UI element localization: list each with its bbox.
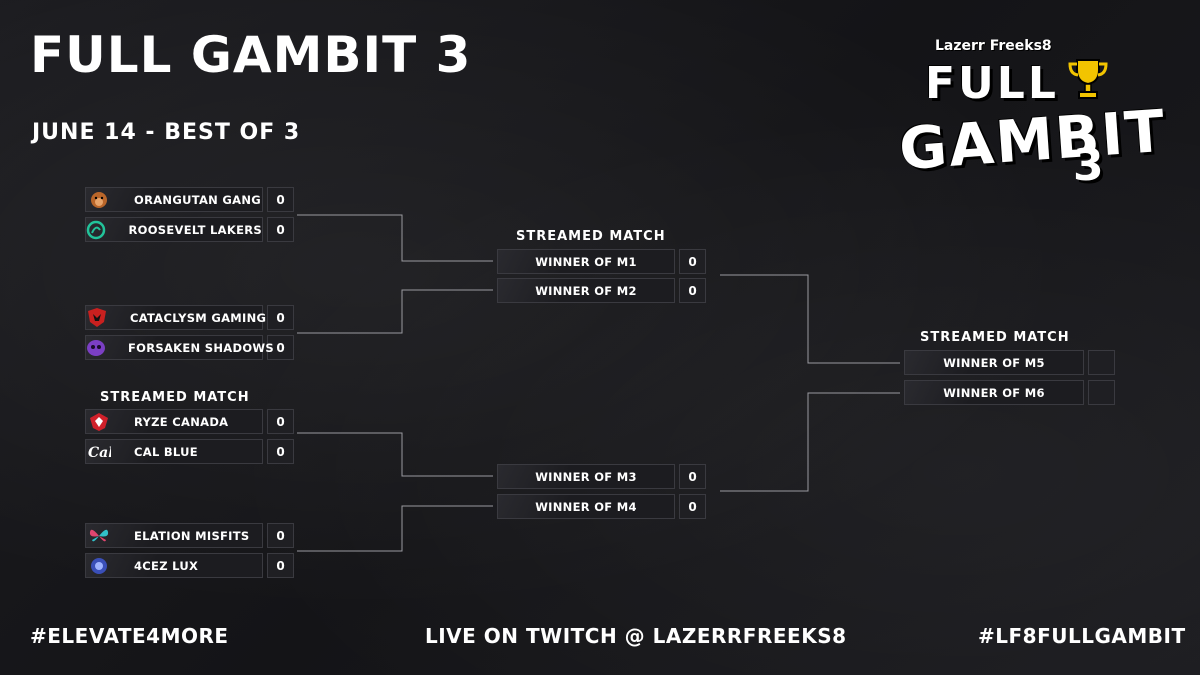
event-logo: Lazerr Freeks8 FULL GAMBIT 3 [895, 30, 1169, 191]
match-m6-team-b: WINNER OF M4 0 [497, 494, 706, 519]
team-box: WINNER OF M3 [497, 464, 675, 489]
match-m2-team-a: CATACLYSM GAMING 0 [85, 305, 294, 330]
team-box: WINNER OF M4 [497, 494, 675, 519]
team-score: 0 [267, 523, 294, 548]
team-score: 0 [267, 187, 294, 212]
team-box: FORSAKEN SHADOWS [85, 335, 274, 360]
team-box: ROOSEVELT LAKERS [85, 217, 263, 242]
team-name: FORSAKEN SHADOWS [128, 340, 274, 355]
match-m3-team-a: RYZE CANADA 0 [85, 409, 294, 434]
team-score: 0 [679, 464, 706, 489]
team-box: WINNER OF M1 [497, 249, 675, 274]
team-box: ELATION MISFITS [85, 523, 263, 548]
match-m5-team-b: WINNER OF M2 0 [497, 278, 706, 303]
team-name: 4CEZ LUX [134, 558, 199, 573]
streamed-match-label: STREAMED MATCH [920, 330, 1070, 345]
orangutan-icon [86, 188, 112, 211]
team-box: WINNER OF M2 [497, 278, 675, 303]
connector-m2 [297, 289, 493, 334]
match-m5-team-a: WINNER OF M1 0 [497, 249, 706, 274]
final-team-a: WINNER OF M5 [904, 350, 1115, 375]
match-m4-team-b: 4CEZ LUX 0 [85, 553, 294, 578]
match-m3-team-b: Cal CAL BLUE 0 [85, 439, 294, 464]
cal-icon: Cal [86, 440, 112, 463]
red-crest-icon [86, 306, 108, 329]
logo-word-full: FULL [925, 58, 1059, 109]
streamed-match-label: STREAMED MATCH [516, 229, 666, 244]
final-team-b: WINNER OF M6 [904, 380, 1115, 405]
match-m1-team-a: ORANGUTAN GANG 0 [85, 187, 294, 212]
team-score: 0 [267, 335, 294, 360]
team-score [1088, 350, 1115, 375]
team-score [1088, 380, 1115, 405]
footer-hashtag-left: #ELEVATE4MORE [30, 624, 229, 648]
connector-m6 [720, 392, 900, 492]
team-name: RYZE CANADA [134, 414, 229, 429]
logo-number: 3 [1073, 140, 1104, 191]
connector-m1 [297, 214, 493, 262]
match-m2-team-b: FORSAKEN SHADOWS 0 [85, 335, 294, 360]
team-name: CATACLYSM GAMING [130, 310, 267, 325]
team-score: 0 [679, 494, 706, 519]
team-name: WINNER OF M6 [943, 385, 1045, 400]
purple-skull-icon [86, 336, 106, 359]
ryze-icon [86, 410, 112, 433]
team-name: CAL BLUE [134, 444, 198, 459]
rl-logo-icon [86, 218, 106, 241]
team-box: Cal CAL BLUE [85, 439, 263, 464]
team-name: WINNER OF M3 [535, 469, 637, 484]
connector-m4 [297, 505, 493, 552]
team-box: WINNER OF M6 [904, 380, 1084, 405]
team-name: ORANGUTAN GANG [134, 192, 262, 207]
logo-brand-text: Lazerr Freeks8 [935, 38, 1052, 54]
team-name: WINNER OF M2 [535, 283, 637, 298]
team-name: WINNER OF M5 [943, 355, 1045, 370]
team-box: CATACLYSM GAMING [85, 305, 267, 330]
team-score: 0 [679, 249, 706, 274]
connector-m3 [297, 432, 493, 477]
team-box: ORANGUTAN GANG [85, 187, 263, 212]
team-box: RYZE CANADA [85, 409, 263, 434]
footer-hashtag-right: #LF8FULLGAMBIT [978, 624, 1186, 648]
svg-text:Cal: Cal [88, 445, 111, 461]
team-score: 0 [679, 278, 706, 303]
team-name: ROOSEVELT LAKERS [128, 222, 262, 237]
team-name: WINNER OF M1 [535, 254, 637, 269]
team-score: 0 [267, 439, 294, 464]
match-m1-team-b: ROOSEVELT LAKERS 0 [85, 217, 294, 242]
trophy-icon [1068, 59, 1108, 99]
page-subtitle: JUNE 14 - BEST OF 3 [32, 120, 301, 145]
match-m4-team-a: ELATION MISFITS 0 [85, 523, 294, 548]
team-score: 0 [267, 553, 294, 578]
lux-icon [86, 554, 112, 577]
match-m6-team-a: WINNER OF M3 0 [497, 464, 706, 489]
streamed-match-label: STREAMED MATCH [100, 390, 250, 405]
team-name: ELATION MISFITS [134, 528, 250, 543]
page-title: FULL GAMBIT 3 [30, 26, 472, 84]
team-box: 4CEZ LUX [85, 553, 263, 578]
connector-m5 [720, 274, 900, 364]
team-score: 0 [267, 217, 294, 242]
team-box: WINNER OF M5 [904, 350, 1084, 375]
butterfly-icon [86, 524, 112, 547]
footer-twitch-link: LIVE ON TWITCH @ LAZERRFREEKS8 [425, 624, 847, 648]
team-score: 0 [267, 409, 294, 434]
team-score: 0 [267, 305, 294, 330]
team-name: WINNER OF M4 [535, 499, 637, 514]
